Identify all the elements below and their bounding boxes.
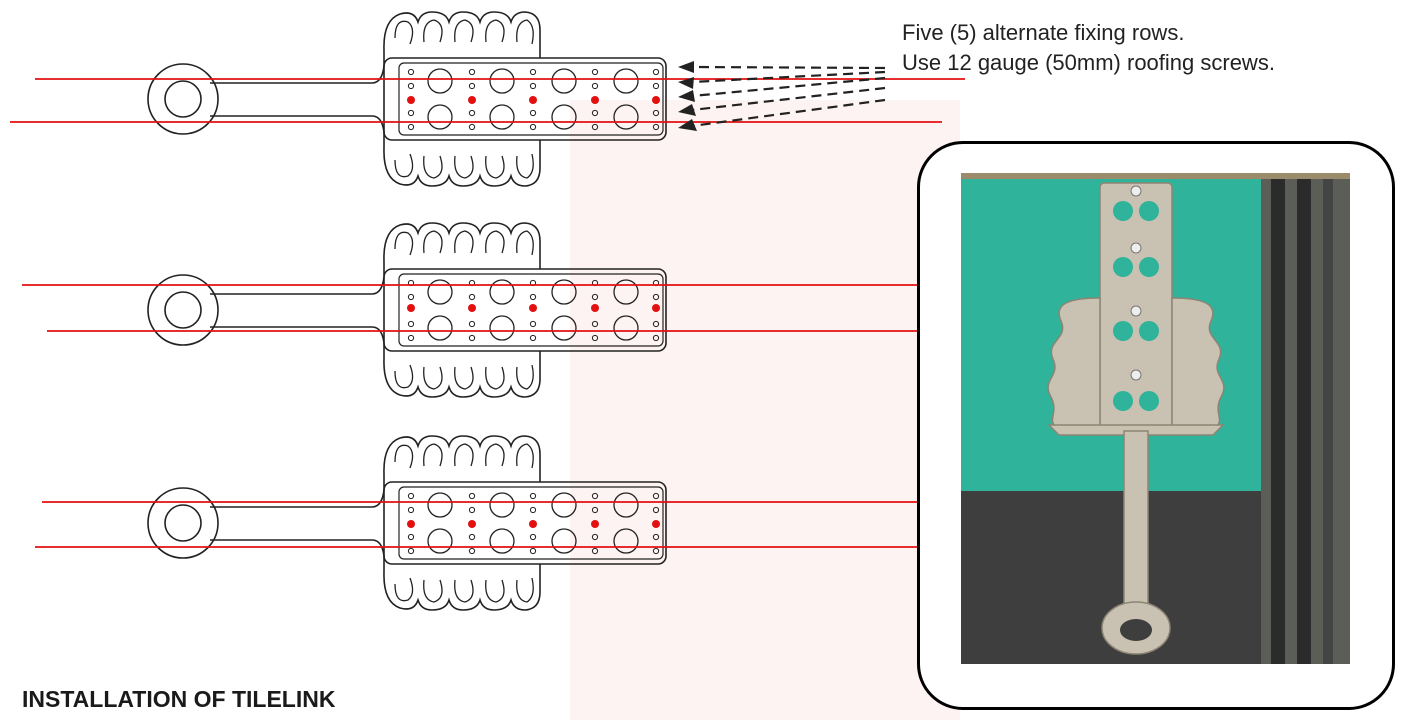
fixing-annotation: Five (5) alternate fixing rows. Use 12 g… [902, 18, 1402, 78]
fixing-dot [407, 304, 415, 312]
fixing-dot [407, 96, 415, 104]
fixing-dot [529, 520, 537, 528]
arrowheads [678, 61, 697, 131]
annotation-line-1: Five (5) alternate fixing rows. [902, 20, 1185, 45]
fixing-dot [407, 520, 415, 528]
fixing-dot [652, 96, 660, 104]
fixing-dot [529, 96, 537, 104]
page-title: INSTALLATION OF TILELINK [22, 686, 336, 712]
fixing-dots [407, 96, 660, 528]
fixing-dot [468, 520, 476, 528]
fixing-dot [468, 96, 476, 104]
background-watermark [570, 100, 960, 720]
fixing-dot [652, 520, 660, 528]
fixing-dot [591, 96, 599, 104]
batten-lines [10, 78, 978, 548]
annotation-line-2: Use 12 gauge (50mm) roofing screws. [902, 50, 1275, 75]
callout-arrows [691, 65, 886, 128]
fixing-dot [591, 304, 599, 312]
fixing-dot [652, 304, 660, 312]
installation-photo [961, 173, 1350, 664]
fixing-dot [591, 520, 599, 528]
fixing-dot [468, 304, 476, 312]
fixing-dot [529, 304, 537, 312]
